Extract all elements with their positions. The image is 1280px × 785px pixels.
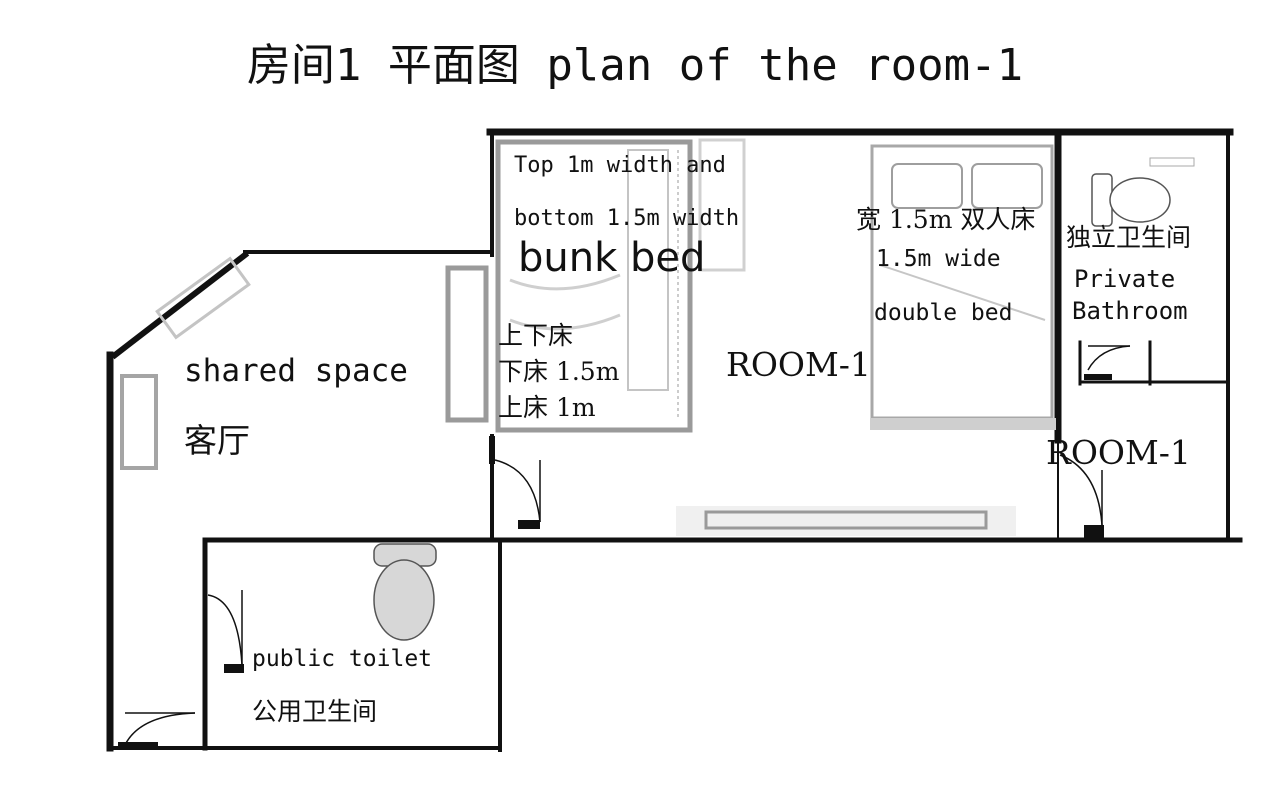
sofa-left	[120, 374, 158, 470]
double-bed-furniture	[870, 144, 1056, 430]
door-entrance	[118, 712, 196, 748]
public-toilet-cn: 公用卫生间	[252, 697, 377, 726]
bunk-desc-line2: bottom 1.5m width	[514, 206, 739, 231]
diagonal-cabinet	[155, 256, 251, 340]
bunk-bed-furniture	[495, 139, 693, 433]
bunk-desc-line1: Top 1m width and	[514, 153, 726, 178]
private-bath-cn: 独立卫生间	[1066, 223, 1191, 252]
labels: Top 1m width and bottom 1.5m width bunk …	[184, 153, 1191, 726]
shared-space-en: shared space	[184, 353, 408, 389]
bunk-bed-label: bunk bed	[518, 235, 705, 281]
side-cabinet	[698, 138, 746, 272]
private-bath-en-1: Private	[1074, 265, 1175, 293]
door-corridor	[1059, 454, 1104, 539]
doors	[118, 345, 1131, 748]
wall-shared-diagonal	[110, 250, 250, 360]
door-private-bath	[1084, 345, 1131, 380]
bunk-cn-3: 上床 1m	[498, 393, 596, 422]
bunk-cn-2: 下床 1.5m	[498, 357, 620, 386]
furniture	[120, 138, 1056, 536]
double-bed-en-2: double bed	[874, 300, 1012, 326]
public-toilet-en: public toilet	[252, 646, 432, 672]
private-bath-en-2: Bathroom	[1072, 297, 1188, 325]
sofa-right	[445, 265, 489, 423]
private-toilet-fixture	[1091, 157, 1195, 227]
room-corridor-label: ROOM-1	[1046, 433, 1191, 472]
walls	[106, 128, 1243, 752]
fixtures	[373, 157, 1195, 641]
room-main-label: ROOM-1	[726, 345, 871, 384]
public-toilet-fixture	[373, 543, 437, 641]
door-public-toilet	[207, 590, 244, 673]
shared-space-cn: 客厅	[184, 421, 250, 460]
plan-title: 房间1 平面图 plan of the room-1	[247, 40, 1023, 91]
double-bed-en-1: 1.5m wide	[876, 246, 1001, 272]
bunk-cn-1: 上下床	[498, 321, 573, 350]
door-room-main	[489, 436, 541, 529]
window-sill	[676, 506, 1016, 536]
double-bed-cn: 宽 1.5m 双人床	[856, 205, 1035, 234]
